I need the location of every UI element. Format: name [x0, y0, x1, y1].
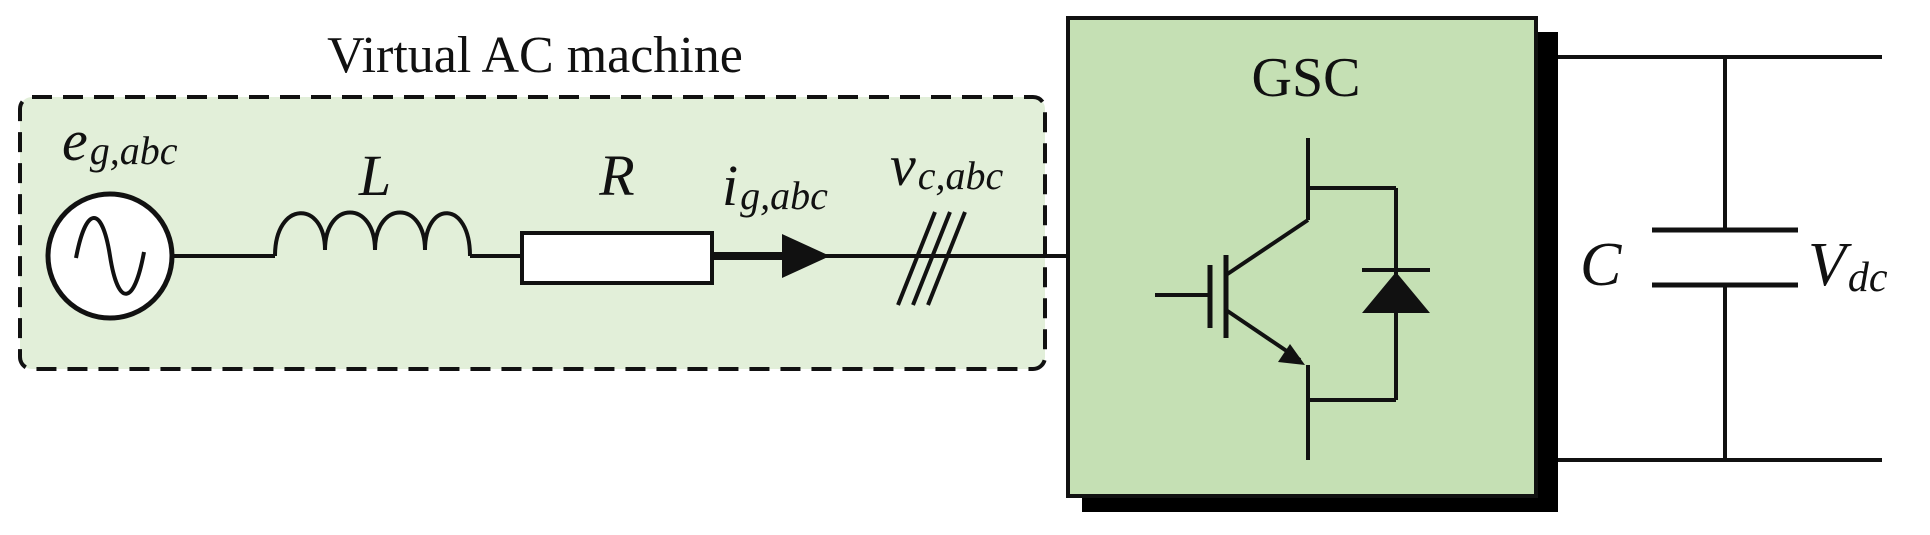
inductor-label: L	[358, 143, 391, 208]
resistor-icon	[520, 231, 714, 285]
inductor-icon	[273, 210, 472, 257]
dc-voltage-label: Vdc	[1808, 231, 1888, 301]
source-label: eg,abc	[62, 108, 178, 173]
converter-box	[1066, 16, 1538, 498]
three-phase-marker-icon	[896, 211, 967, 306]
resistor-label: R	[598, 143, 634, 208]
capacitor-icon	[1652, 227, 1798, 288]
converter-label: GSC	[1252, 47, 1361, 109]
current-label: ig,abc	[722, 153, 828, 218]
capacitor-label: C	[1580, 231, 1622, 299]
diode-icon	[1308, 186, 1430, 402]
igbt-icon	[1155, 138, 1310, 460]
ac-source-icon	[45, 191, 175, 321]
current-arrow-icon	[782, 234, 830, 278]
virtual-machine-title: Virtual AC machine	[327, 27, 743, 84]
voltage-label: vc,abc	[890, 133, 1004, 198]
